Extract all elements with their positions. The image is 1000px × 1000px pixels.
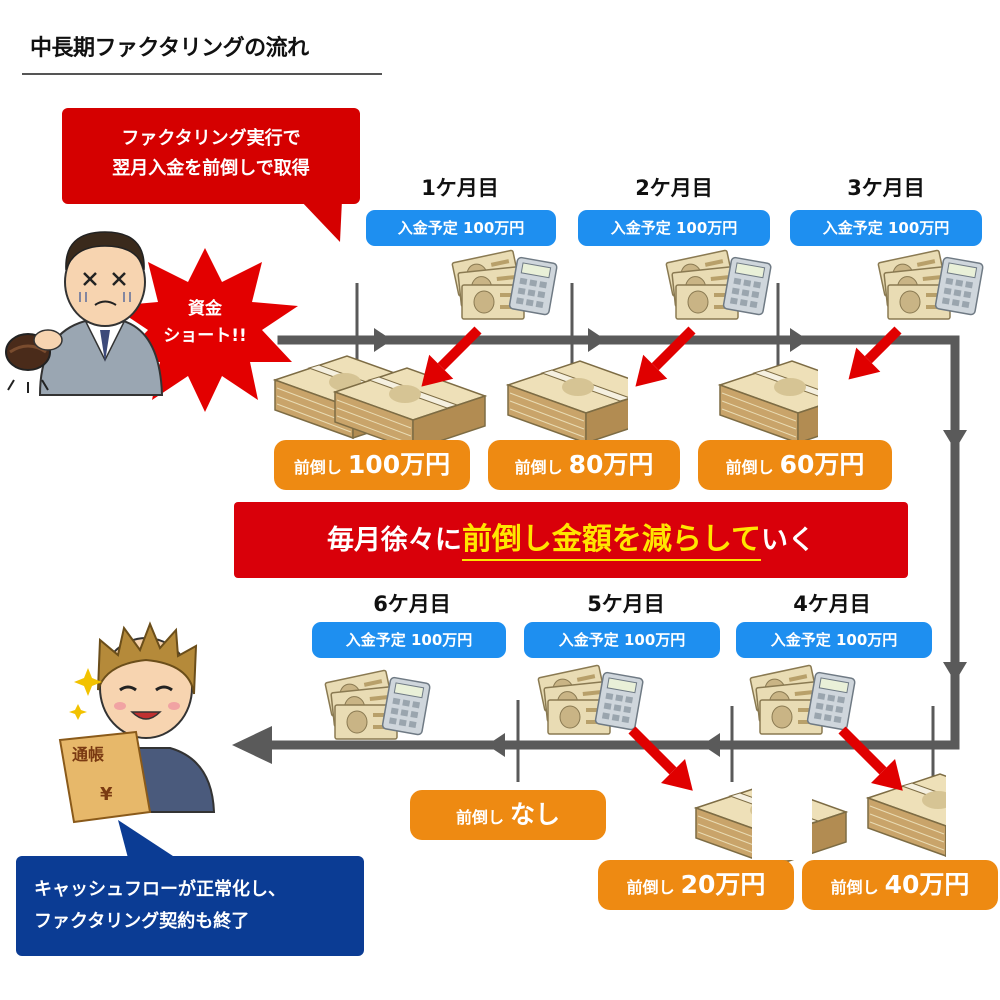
- callout-tail-top: [300, 200, 342, 242]
- passbook-yen: ¥: [100, 784, 113, 805]
- advance-prefix: 前倒し: [626, 878, 675, 897]
- red-arrow-icon: [421, 326, 903, 791]
- relieved-man-icon: 通帳 ¥: [58, 621, 216, 824]
- callout-factoring: ファクタリング実行で 翌月入金を前倒しで取得: [62, 108, 360, 204]
- advance-box-3: 前倒し 60万円: [698, 440, 892, 490]
- worried-man-icon: [5, 231, 164, 396]
- month-label-5: 5ケ月目: [587, 592, 665, 616]
- advance-box-1: 前倒し 100万円: [274, 440, 470, 490]
- reduction-banner: 毎月徐々に前倒し金額を減らしていく: [234, 502, 908, 578]
- callout-line: ファクタリング実行で: [121, 128, 301, 149]
- shortage-line: 資金: [188, 299, 222, 319]
- callout-line: 翌月入金を前倒しで取得: [112, 158, 310, 179]
- banknote-stack-icon: [878, 250, 983, 319]
- income-pill-4: 入金予定 100万円: [736, 622, 932, 658]
- month-ticks: [355, 283, 935, 782]
- sparkle-icon: [69, 668, 102, 720]
- income-pill-5: 入金予定 100万円: [524, 622, 720, 658]
- advance-prefix: 前倒し: [725, 458, 774, 477]
- banner-highlight: 前倒し金額を減らして: [461, 522, 762, 561]
- advance-box-4: 前倒し 40万円: [802, 860, 998, 910]
- income-pill-1: 入金予定 100万円: [366, 210, 556, 246]
- month-label-1: 1ケ月目: [421, 176, 499, 200]
- month-label-3: 3ケ月目: [847, 176, 925, 200]
- passbook-title: 通帳: [72, 745, 104, 764]
- advance-prefix: 前倒し: [455, 808, 504, 827]
- passbook-icon: 通帳 ¥: [58, 730, 152, 824]
- banknote-stack-icon: [325, 670, 430, 739]
- shortage-line: ショート!!: [163, 326, 247, 346]
- income-pill-6: 入金予定 100万円: [312, 622, 506, 658]
- advance-amount: 20万円: [680, 870, 766, 899]
- title-underline: [22, 73, 382, 75]
- flow-arrowheads: [232, 328, 967, 764]
- callout-completion: キャッシュフローが正常化し、 ファクタリング契約も終了: [16, 856, 364, 956]
- callout-line: ファクタリング契約も終了: [34, 911, 250, 932]
- advance-amount: なし: [510, 800, 561, 829]
- advance-prefix: 前倒し: [514, 458, 563, 477]
- month-label-6: 6ケ月目: [373, 592, 451, 616]
- advance-amount: 60万円: [779, 450, 865, 479]
- shortage-label: 資金 ショート!!: [150, 296, 260, 350]
- advance-box-2: 前倒し 80万円: [488, 440, 680, 490]
- banner-pre: 毎月徐々に: [326, 525, 462, 556]
- advance-box-6: 前倒しなし: [410, 790, 606, 840]
- banknote-stack-icon: [750, 665, 855, 734]
- banknote-stack-icon: [452, 250, 557, 319]
- month-label-2: 2ケ月目: [635, 176, 713, 200]
- income-pill-3: 入金予定 100万円: [790, 210, 982, 246]
- banner-post: いく: [761, 525, 816, 556]
- page-title: 中長期ファクタリングの流れ: [30, 36, 309, 61]
- advance-prefix: 前倒し: [293, 458, 342, 477]
- advance-prefix: 前倒し: [830, 878, 879, 897]
- advance-box-5: 前倒し 20万円: [598, 860, 794, 910]
- banknote-stack-icon: [538, 665, 643, 734]
- banknote-stack-icon: [666, 250, 771, 319]
- callout-tail-bottom: [118, 820, 176, 858]
- advance-amount: 40万円: [884, 870, 970, 899]
- month-label-4: 4ケ月目: [793, 592, 871, 616]
- advance-amount: 80万円: [568, 450, 654, 479]
- callout-line: キャッシュフローが正常化し、: [34, 879, 286, 900]
- advance-amount: 100万円: [347, 450, 451, 479]
- income-pill-2: 入金予定 100万円: [578, 210, 770, 246]
